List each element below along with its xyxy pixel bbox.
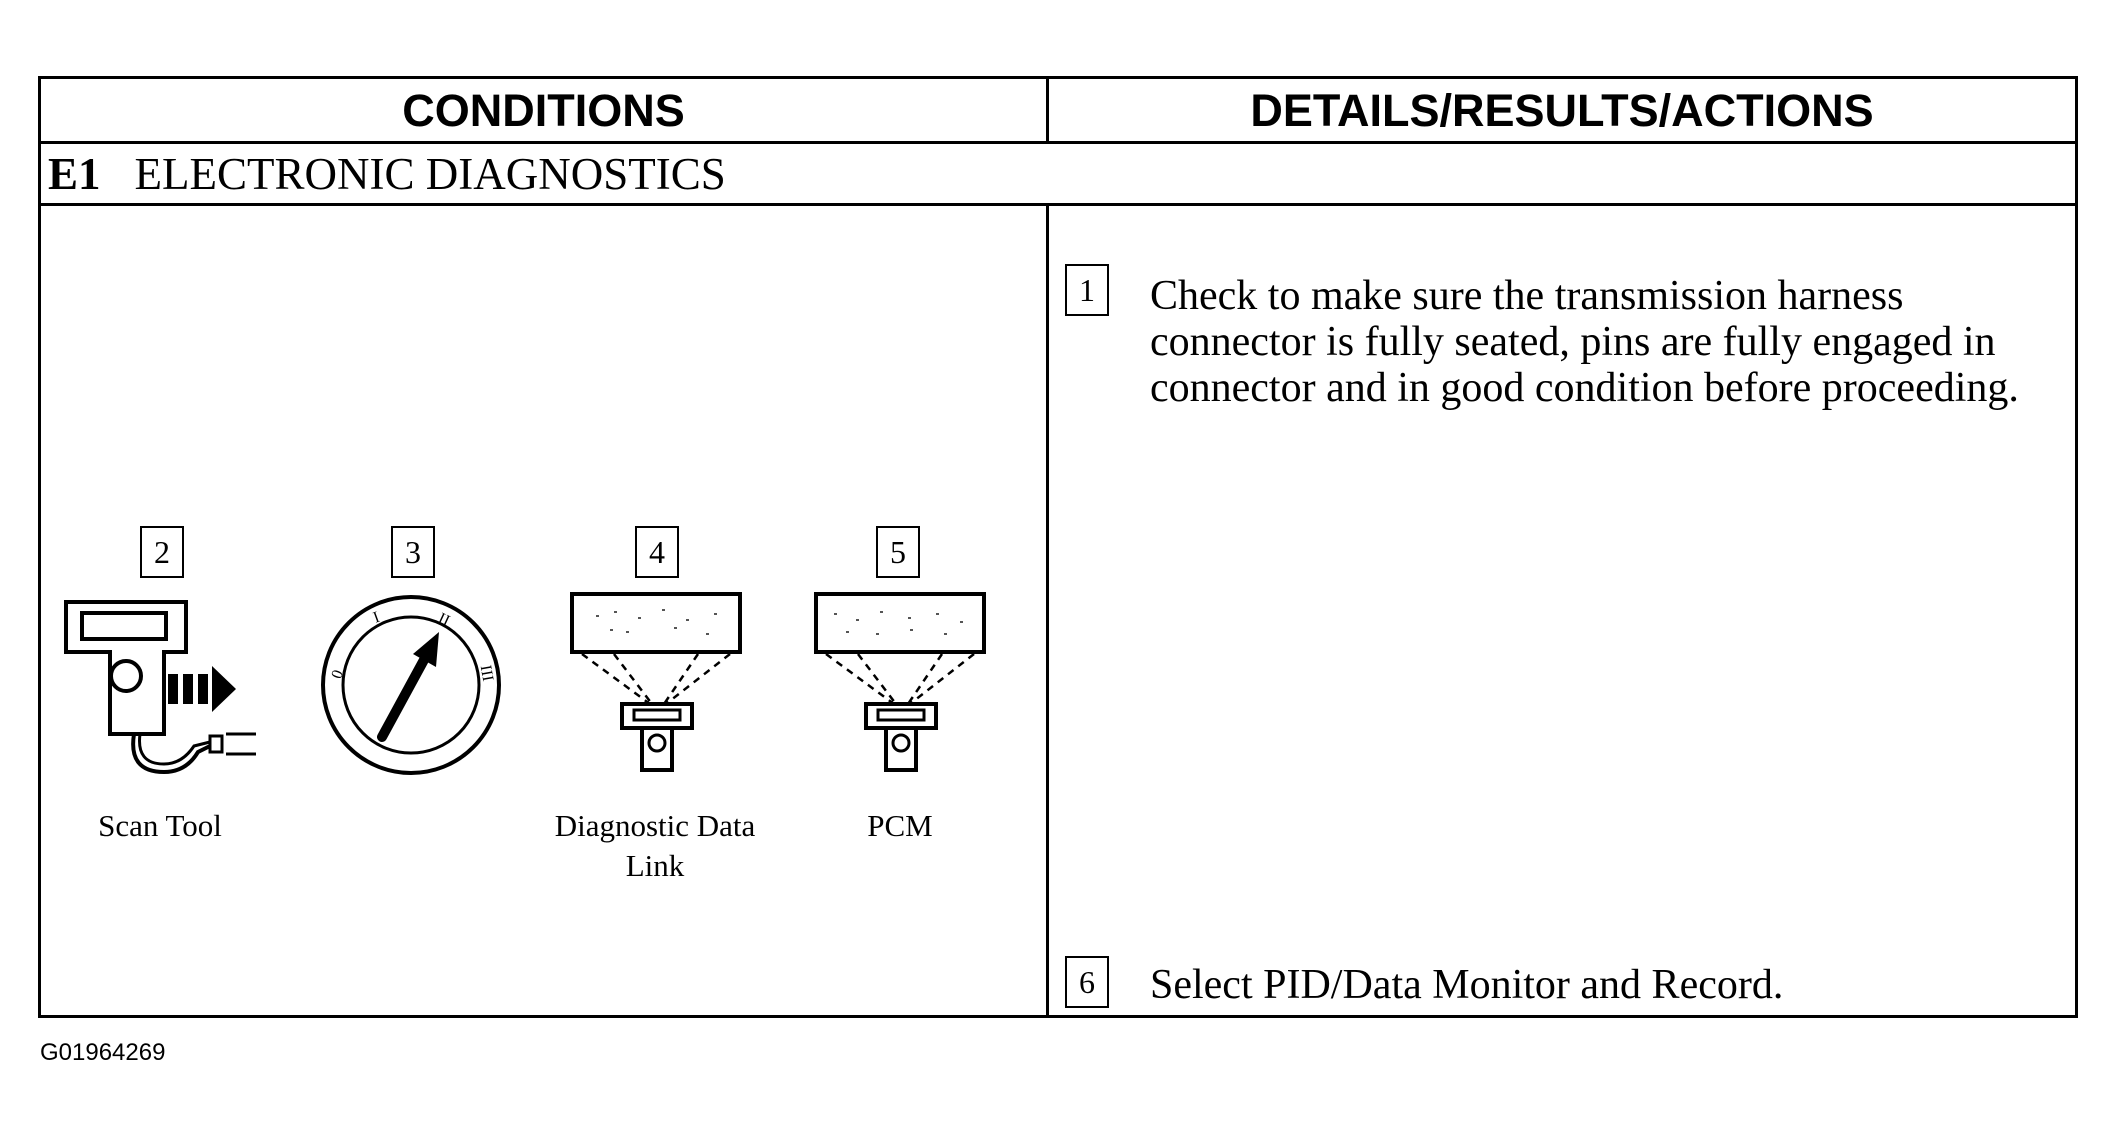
- condition-number-box: 4: [635, 526, 679, 578]
- step-number-box: 1: [1065, 264, 1109, 316]
- condition-number-box: 5: [876, 526, 920, 578]
- ignition-position-acc: I: [371, 609, 382, 627]
- section-code: E1: [48, 149, 101, 199]
- conditions-header: CONDITIONS: [402, 85, 685, 136]
- condition-number-box: 3: [391, 526, 435, 578]
- details-results-actions-header: DETAILS/RESULTS/ACTIONS: [1250, 85, 1874, 136]
- ignition-switch-icon: 0 I II III: [321, 595, 501, 775]
- scan-tool-icon: [64, 600, 256, 775]
- header-divider: [38, 141, 2078, 144]
- condition-number-box: 2: [140, 526, 184, 578]
- step-number-box: 6: [1065, 956, 1109, 1008]
- column-divider-header: [1046, 76, 1049, 142]
- ignition-position-start: III: [477, 664, 497, 683]
- step-text: Check to make sure the transmission harn…: [1150, 273, 2019, 411]
- figure-id: G01964269: [40, 1039, 166, 1066]
- table-frame: [38, 76, 2078, 1018]
- section-heading: E1 ELECTRONIC DIAGNOSTICS: [48, 146, 726, 202]
- section-divider: [38, 203, 2078, 206]
- column-divider-body: [1046, 204, 1049, 1018]
- pcm-caption: PCM: [867, 808, 933, 843]
- pcm-icon: [814, 592, 986, 772]
- diagnostic-data-link-caption: Diagnostic Data Link: [554, 808, 756, 883]
- scan-tool-caption: Scan Tool: [98, 808, 222, 843]
- diagnostic-data-link-icon: [570, 592, 742, 772]
- step-text: Select PID/Data Monitor and Record.: [1150, 962, 1784, 1008]
- section-title: ELECTRONIC DIAGNOSTICS: [134, 149, 726, 199]
